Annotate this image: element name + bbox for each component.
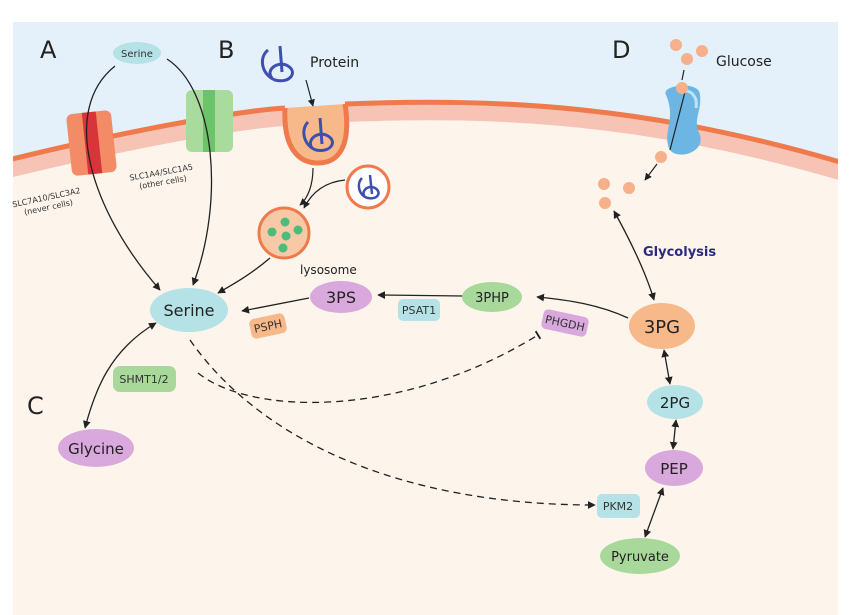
cell-membrane	[13, 99, 838, 165]
node-pep: PEP	[645, 450, 703, 486]
3php-to-3ps-arrow	[377, 291, 464, 299]
glucose-molecule-in-transporter	[676, 82, 688, 94]
enzyme-shmt: SHMT1/2	[113, 366, 176, 392]
3ps-to-serine-arrow	[241, 297, 310, 314]
node-pyruvate: Pyruvate	[600, 538, 680, 574]
protein-uptake-arrow	[305, 79, 315, 107]
serine-to-pkm2-dashed	[189, 339, 596, 509]
2pg-label: 2PG	[660, 394, 690, 412]
vesicle-to-lysosome-arrow	[303, 179, 346, 209]
node-2pg: 2PG	[647, 385, 703, 419]
shmt-label: SHMT1/2	[119, 373, 168, 386]
glucose-molecules-outside	[670, 39, 708, 65]
glycine-label: Glycine	[68, 440, 124, 458]
serine-glycine-arrow	[83, 322, 157, 429]
3pg-to-3php-arrow	[536, 293, 629, 319]
glycolysis-label: Glycolysis	[643, 245, 716, 260]
extracellular-serine-label: Serine	[121, 49, 153, 60]
pyruvate-label: Pyruvate	[611, 550, 669, 565]
enzyme-psat1: PSAT1	[398, 299, 440, 321]
serine-import-arrow-slc7a10	[85, 65, 161, 291]
pkm2-label: PKM2	[603, 500, 633, 513]
pit-to-lysosome-arrow	[299, 167, 314, 206]
node-serine: Serine	[150, 288, 228, 332]
enzyme-pkm2: PKM2	[597, 494, 640, 518]
node-3php: 3PHP	[462, 282, 522, 312]
glucose-molecules-inside	[598, 178, 635, 209]
protein-icon	[260, 45, 294, 83]
3pg-label: 3PG	[644, 317, 680, 338]
glut-transporter	[665, 85, 701, 155]
glucose-entry-arrow	[644, 163, 658, 181]
enzyme-phgdh: PHGDH	[541, 309, 589, 337]
psph-label: PSPH	[253, 317, 284, 336]
panel-label-d: D	[612, 36, 630, 64]
slc1a4-transporter	[186, 90, 233, 152]
serine-label: Serine	[163, 301, 214, 320]
psat1-label: PSAT1	[402, 304, 436, 317]
cytoplasm	[13, 102, 838, 615]
panel-label-c: C	[27, 392, 44, 420]
pep-label: PEP	[660, 460, 688, 478]
lysosome-to-serine-arrow	[217, 257, 271, 294]
3pg-2pg-arrow	[661, 349, 673, 385]
lysosome	[257, 206, 311, 260]
node-3pg: 3PG	[629, 303, 695, 349]
panel-label-b: B	[218, 36, 234, 64]
endocytic-pit	[282, 103, 350, 166]
glucose-transport-line	[669, 69, 687, 151]
node-3ps: 3PS	[310, 281, 372, 313]
lysosome-label: lysosome	[300, 263, 357, 277]
3php-label: 3PHP	[475, 291, 509, 306]
node-glycine: Glycine	[58, 429, 134, 467]
2pg-pep-arrow	[669, 419, 680, 450]
extracellular-serine-node	[113, 42, 161, 64]
vesicle-protein-icon	[357, 174, 380, 200]
3ps-label: 3PS	[326, 288, 356, 307]
serine-import-arrow-slc1a4	[166, 58, 213, 286]
enzyme-psph: PSPH	[249, 313, 287, 339]
serine-activates-phgdh-dashed	[197, 330, 542, 404]
internalized-protein-icon	[302, 117, 334, 152]
protein-label: Protein	[310, 55, 359, 71]
glycolysis-arrow	[613, 210, 656, 301]
glucose-molecule-exiting	[655, 151, 667, 163]
glucose-label: Glucose	[716, 54, 772, 70]
pep-pyruvate-arrow	[643, 487, 665, 538]
panel-label-a: A	[40, 36, 57, 64]
membrane-inner	[13, 104, 838, 180]
